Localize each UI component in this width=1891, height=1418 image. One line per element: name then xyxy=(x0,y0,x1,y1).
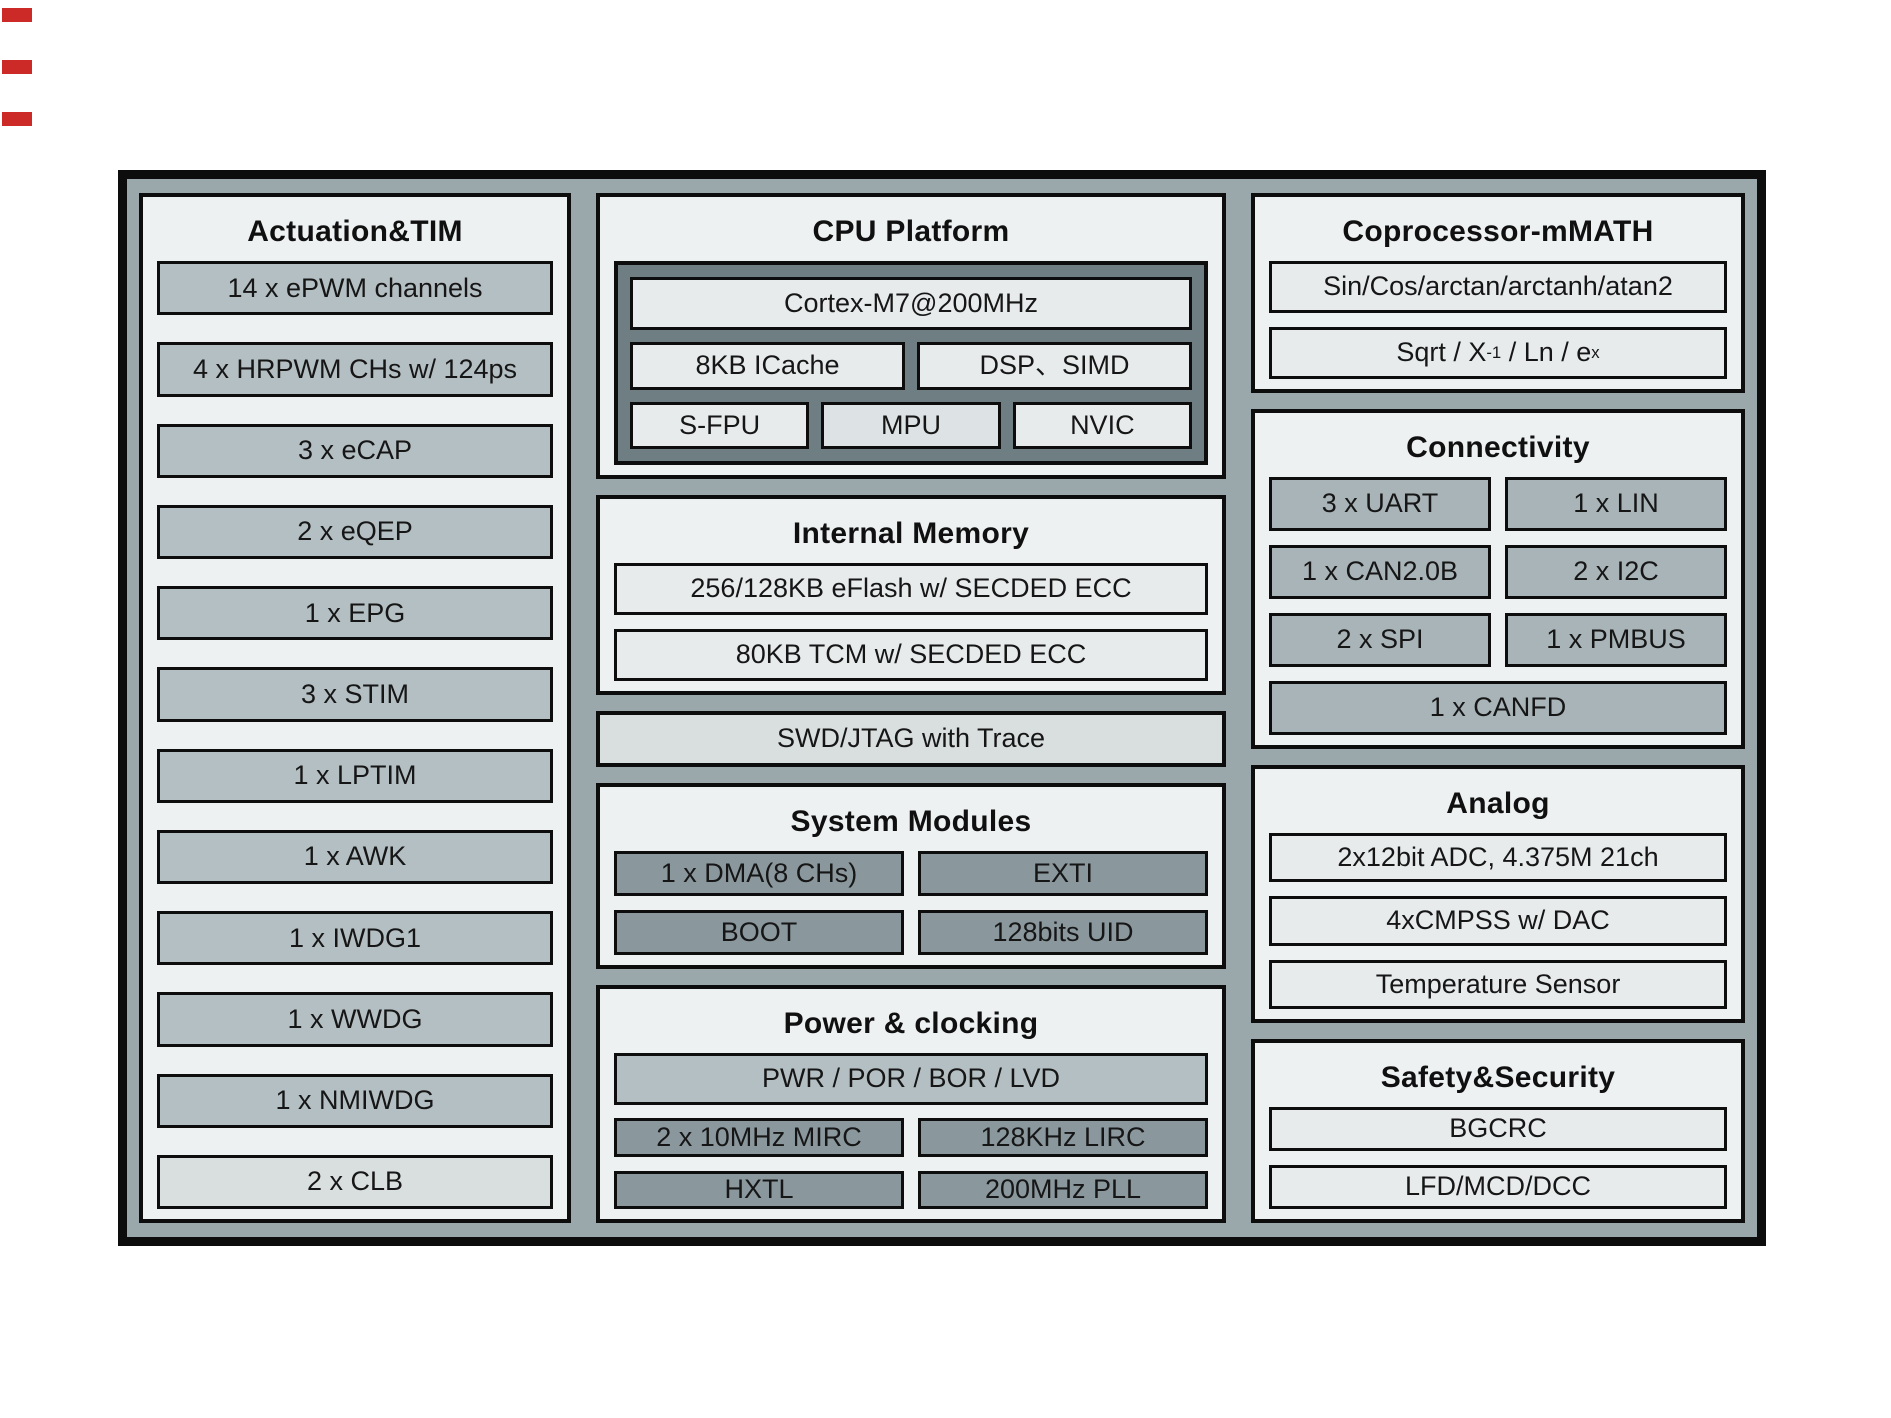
panel-actuation-tim: Actuation&TIM 14 x ePWM channels 4 x HRP… xyxy=(139,193,571,1223)
block-stim: 3 x STIM xyxy=(157,667,553,722)
system-modules-grid: 1 x DMA(8 CHs) EXTI BOOT 128bits UID xyxy=(614,851,1208,955)
block-clb: 2 x CLB xyxy=(157,1154,553,1209)
column-cpu: CPU Platform Cortex-M7@200MHz 8KB ICache… xyxy=(596,193,1226,1223)
red-edge-marks xyxy=(2,8,32,126)
power-clocking-grid: 2 x 10MHz MIRC 128KHz LIRC HXTL 200MHz P… xyxy=(614,1118,1208,1209)
block-lptim: 1 x LPTIM xyxy=(157,748,553,803)
block-trig-functions: Sin/Cos/arctan/arctanh/atan2 xyxy=(1269,261,1727,313)
panel-system-modules: System Modules 1 x DMA(8 CHs) EXTI BOOT … xyxy=(596,783,1226,969)
red-edge-mark xyxy=(2,8,32,22)
safety-rows: BGCRC LFD/MCD/DCC xyxy=(1269,1107,1727,1209)
actuation-item-stack: 14 x ePWM channels 4 x HRPWM CHs w/ 124p… xyxy=(157,261,553,1209)
block-ecap: 3 x eCAP xyxy=(157,423,553,478)
block-hxtl: HXTL xyxy=(614,1170,904,1209)
coprocessor-title: Coprocessor-mMATH xyxy=(1342,215,1654,248)
column-actuation: Actuation&TIM 14 x ePWM channels 4 x HRP… xyxy=(139,193,571,1223)
block-icache: 8KB ICache xyxy=(630,342,905,390)
block-temp-sensor: Temperature Sensor xyxy=(1269,959,1727,1009)
system-modules-title: System Modules xyxy=(790,805,1032,838)
block-lfd-mcd-dcc: LFD/MCD/DCC xyxy=(1269,1165,1727,1209)
block-spi: 2 x SPI xyxy=(1269,613,1491,667)
panel-coprocessor-mmath: Coprocessor-mMATH Sin/Cos/arctan/arctanh… xyxy=(1251,193,1745,393)
block-uid: 128bits UID xyxy=(918,910,1208,955)
block-lin: 1 x LIN xyxy=(1505,477,1727,531)
block-eflash: 256/128KB eFlash w/ SECDED ECC xyxy=(614,563,1208,615)
block-dsp-simd: DSP、SIMD xyxy=(917,342,1192,390)
block-i2c: 2 x I2C xyxy=(1505,545,1727,599)
analog-rows: 2x12bit ADC, 4.375M 21ch 4xCMPSS w/ DAC … xyxy=(1269,833,1727,1009)
block-nvic: NVIC xyxy=(1012,401,1192,449)
analog-title: Analog xyxy=(1446,787,1550,820)
column-peripherals: Coprocessor-mMATH Sin/Cos/arctan/arctanh… xyxy=(1251,193,1745,1223)
cpu-core-cluster: Cortex-M7@200MHz 8KB ICache DSP、SIMD S-F… xyxy=(614,261,1208,465)
block-pwr-por-bor-lvd: PWR / POR / BOR / LVD xyxy=(614,1053,1208,1105)
block-epwm: 14 x ePWM channels xyxy=(157,261,553,316)
block-epg: 1 x EPG xyxy=(157,586,553,641)
red-edge-mark xyxy=(2,112,32,126)
cpu-row-cache: 8KB ICache DSP、SIMD xyxy=(630,342,1192,390)
panel-power-clocking: Power & clocking PWR / POR / BOR / LVD 2… xyxy=(596,985,1226,1223)
panel-safety-security: Safety&Security BGCRC LFD/MCD/DCC xyxy=(1251,1039,1745,1223)
panel-cpu-platform: CPU Platform Cortex-M7@200MHz 8KB ICache… xyxy=(596,193,1226,479)
panel-analog: Analog 2x12bit ADC, 4.375M 21ch 4xCMPSS … xyxy=(1251,765,1745,1023)
memory-rows: 256/128KB eFlash w/ SECDED ECC 80KB TCM … xyxy=(614,563,1208,681)
connectivity-grid: 3 x UART 1 x LIN 1 x CAN2.0B 2 x I2C 2 x… xyxy=(1269,477,1727,735)
actuation-tim-title: Actuation&TIM xyxy=(247,215,463,248)
block-adc: 2x12bit ADC, 4.375M 21ch xyxy=(1269,833,1727,883)
block-swd-jtag: SWD/JTAG with Trace xyxy=(596,711,1226,767)
block-bgcrc: BGCRC xyxy=(1269,1107,1727,1151)
safety-security-title: Safety&Security xyxy=(1380,1061,1616,1094)
block-tcm: 80KB TCM w/ SECDED ECC xyxy=(614,629,1208,681)
connectivity-title: Connectivity xyxy=(1406,431,1590,464)
internal-memory-title: Internal Memory xyxy=(792,517,1030,550)
block-awk: 1 x AWK xyxy=(157,829,553,884)
block-iwdg: 1 x IWDG1 xyxy=(157,911,553,966)
block-boot: BOOT xyxy=(614,910,904,955)
soc-block-diagram: Actuation&TIM 14 x ePWM channels 4 x HRP… xyxy=(118,170,1766,1246)
block-uart: 3 x UART xyxy=(1269,477,1491,531)
block-canfd: 1 x CANFD xyxy=(1269,681,1727,735)
block-sfpu: S-FPU xyxy=(630,401,810,449)
block-eqep: 2 x eQEP xyxy=(157,504,553,559)
cpu-row-units: S-FPU MPU NVIC xyxy=(630,401,1192,449)
power-clocking-title: Power & clocking xyxy=(783,1007,1039,1040)
cpu-platform-title: CPU Platform xyxy=(812,215,1010,248)
sqrt-text-part: / Ln / e xyxy=(1501,337,1592,368)
block-cmpss: 4xCMPSS w/ DAC xyxy=(1269,896,1727,946)
block-exti: EXTI xyxy=(918,851,1208,896)
block-can20b: 1 x CAN2.0B xyxy=(1269,545,1491,599)
coprocessor-rows: Sin/Cos/arctan/arctanh/atan2 Sqrt / X-1 … xyxy=(1269,261,1727,379)
block-hrpwm: 4 x HRPWM CHs w/ 124ps xyxy=(157,342,553,397)
block-dma: 1 x DMA(8 CHs) xyxy=(614,851,904,896)
block-cortex-m7: Cortex-M7@200MHz xyxy=(630,277,1192,331)
block-wwdg: 1 x WWDG xyxy=(157,992,553,1047)
block-mpu: MPU xyxy=(821,401,1001,449)
block-mirc: 2 x 10MHz MIRC xyxy=(614,1118,904,1157)
panel-connectivity: Connectivity 3 x UART 1 x LIN 1 x CAN2.0… xyxy=(1251,409,1745,749)
panel-internal-memory: Internal Memory 256/128KB eFlash w/ SECD… xyxy=(596,495,1226,695)
block-lirc: 128KHz LIRC xyxy=(918,1118,1208,1157)
sqrt-text-part: Sqrt / X xyxy=(1396,337,1487,368)
block-pmbus: 1 x PMBUS xyxy=(1505,613,1727,667)
red-edge-mark xyxy=(2,60,32,74)
block-nmiwdg: 1 x NMIWDG xyxy=(157,1073,553,1128)
block-pll: 200MHz PLL xyxy=(918,1170,1208,1209)
